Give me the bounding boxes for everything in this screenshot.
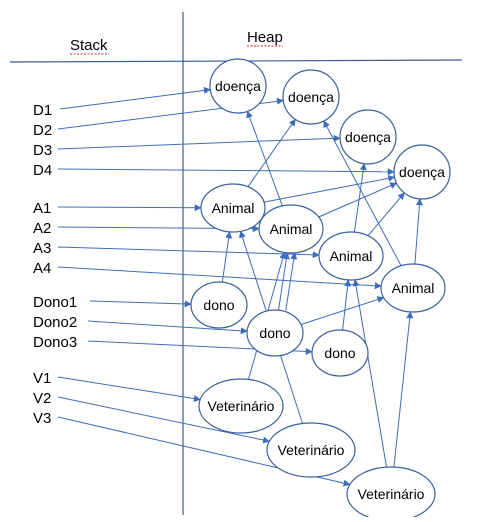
stack-title: Stack <box>70 37 108 54</box>
arrow-vet3-to-animal4 <box>393 311 414 468</box>
heap-node-label: Animal <box>392 280 435 296</box>
heap-node-label: Animal <box>270 221 313 237</box>
heap-node-ellipse <box>258 204 324 254</box>
heap-node-doenca4: doença <box>393 144 451 200</box>
arrow-a1-to-animal1 <box>57 204 202 212</box>
stack-var-v1: V1 <box>33 370 51 387</box>
heap-node-label: Veterinário <box>208 398 275 414</box>
stack-var-dono1: Dono1 <box>33 294 77 311</box>
stack-var-dono2: Dono2 <box>33 314 77 331</box>
heap-node-vet1: Veterinário <box>198 378 284 434</box>
stack-var-d1: D1 <box>33 102 52 119</box>
heap-node-ellipse <box>266 422 356 478</box>
arrow-d4-to-doenca4 <box>57 168 395 176</box>
heap-node-label: dono <box>259 325 290 341</box>
heap-node-ellipse <box>200 183 266 233</box>
heap-node-label: Veterinário <box>358 486 425 502</box>
heap-node-label: doença <box>215 78 261 94</box>
arrow-animal3-to-doenca3 <box>353 163 367 233</box>
heap-node-doenca1: doença <box>209 58 267 114</box>
heap-node-label: Animal <box>212 200 255 216</box>
stack-var-dono3: Dono3 <box>33 334 77 351</box>
arrow-dono1-to-animal1 <box>221 231 233 283</box>
heap-node-dono2: dono <box>246 309 304 357</box>
arrow-animal2-to-doenca4 <box>318 182 398 218</box>
stack-var-d2: D2 <box>33 122 52 139</box>
heap-node-animal1: Animal <box>200 183 266 233</box>
arrow-d1-to-doenca1 <box>59 86 211 110</box>
heap-title: Heap <box>247 29 283 46</box>
heap-node-ellipse <box>380 263 446 313</box>
heap-node-vet3: Veterinário <box>346 466 436 522</box>
heap-node-dono3: dono <box>311 329 369 377</box>
heap-node-ellipse <box>339 109 397 165</box>
heap-node-label: Animal <box>330 248 373 264</box>
heap-node-ellipse <box>209 58 267 114</box>
heap-node-label: Veterinário <box>278 442 345 458</box>
arrow-animal1-to-doenca2 <box>247 118 296 188</box>
heap-node-dono1: dono <box>190 281 248 329</box>
arrow-vet3-to-animal3 <box>352 279 387 468</box>
arrow-animal4-to-doenca4 <box>414 198 423 265</box>
heap-node-ellipse <box>311 329 369 377</box>
stack-var-v2: V2 <box>33 390 51 407</box>
heap-node-animal2: Animal <box>258 204 324 254</box>
stack-var-a4: A4 <box>33 260 51 277</box>
heap-node-ellipse <box>393 144 451 200</box>
heap-node-ellipse <box>190 281 248 329</box>
arrow-dono2-to-dono2 <box>87 320 248 335</box>
stack-var-a1: A1 <box>33 200 51 217</box>
stack-var-d3: D3 <box>33 142 52 159</box>
stack-var-v3: V3 <box>33 410 51 427</box>
heap-node-label: doença <box>288 89 334 105</box>
arrow-v1-to-vet1 <box>57 376 201 402</box>
heap-node-ellipse <box>282 69 340 125</box>
stack-var-a2: A2 <box>33 220 51 237</box>
stack-var-a3: A3 <box>33 240 51 257</box>
heap-node-doenca3: doença <box>339 109 397 165</box>
heap-node-label: dono <box>324 345 355 361</box>
arrow-a3-to-animal3 <box>57 246 320 259</box>
arrow-d3-to-doenca3 <box>57 134 341 150</box>
heap-objects: doençadoençadoençadoençaAnimalAnimalAnim… <box>190 58 451 522</box>
heap-node-ellipse <box>318 231 384 281</box>
arrow-dono3-to-animal3 <box>342 279 352 331</box>
arrow-v2-to-vet2 <box>57 396 271 444</box>
arrow-animal2-to-doenca1 <box>246 110 283 207</box>
heap-node-animal3: Animal <box>318 231 384 281</box>
arrow-a4-to-animal4 <box>57 266 382 290</box>
heap-node-vet2: Veterinário <box>266 422 356 478</box>
heap-node-label: dono <box>203 297 234 313</box>
heap-node-animal4: Animal <box>380 263 446 313</box>
arrow-animal4-to-doenca2 <box>323 120 402 266</box>
arrow-dono2-to-animal2 <box>278 252 290 311</box>
arrow-animal1-to-doenca4 <box>263 174 396 203</box>
heap-node-label: doença <box>399 164 445 180</box>
arrow-dono1-to-dono1 <box>89 300 192 308</box>
heap-node-ellipse <box>246 309 304 357</box>
stack-var-d4: D4 <box>33 162 52 179</box>
arrow-dono2-to-animal2 <box>285 252 298 311</box>
heap-node-label: doença <box>345 129 391 145</box>
arrow-animal3-to-doenca4 <box>367 192 405 237</box>
arrow-dono2-to-animal4 <box>300 296 385 325</box>
heap-node-doenca2: doença <box>282 69 340 125</box>
heap-node-ellipse <box>198 378 284 434</box>
